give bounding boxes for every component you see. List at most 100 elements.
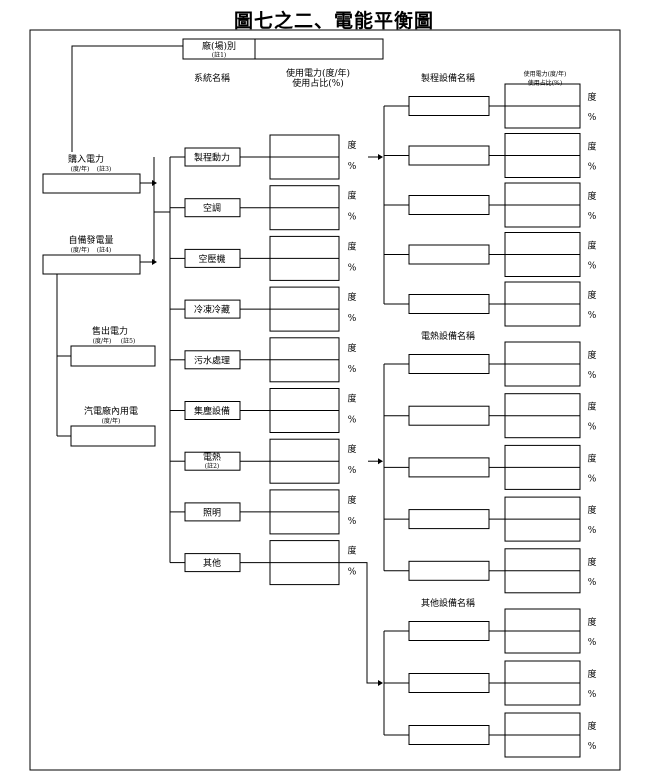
system-label: 照明 xyxy=(203,507,221,518)
source-selfgen-sub: (度/年) xyxy=(71,246,90,254)
equip-name-box xyxy=(408,457,490,478)
unit-kwh-label: 度 xyxy=(587,190,596,202)
unit-pct-label: % xyxy=(588,371,597,381)
unit-pct-label: % xyxy=(348,365,357,375)
equip-name-box xyxy=(408,96,490,116)
system-label: 其他 xyxy=(203,557,221,569)
unit-pct-label: % xyxy=(588,742,597,752)
header-other-equip: 其他設備名稱 xyxy=(421,597,475,609)
outer-frame xyxy=(29,29,621,771)
unit-pct-label: % xyxy=(588,163,597,173)
system-label: 空壓機 xyxy=(198,253,225,265)
system-label: 冷凍冷藏 xyxy=(194,304,230,316)
equip-name-box xyxy=(408,195,490,215)
unit-pct-label: % xyxy=(588,262,597,272)
factory-note: (註1) xyxy=(212,51,227,59)
unit-pct-label: % xyxy=(348,466,357,476)
output-internal-sub: (度/年) xyxy=(102,417,121,425)
output-sold-box xyxy=(70,345,156,367)
unit-kwh-label: 度 xyxy=(587,141,596,153)
unit-kwh-label: 度 xyxy=(347,240,356,252)
unit-kwh-label: 度 xyxy=(587,452,596,464)
unit-kwh-label: 度 xyxy=(587,616,596,628)
unit-kwh-label: 度 xyxy=(587,504,596,516)
system-label: 製程動力 xyxy=(194,152,230,164)
source-selfgen-label: 自備發電量 xyxy=(68,234,113,246)
unit-pct-label: % xyxy=(348,263,357,273)
unit-pct-label: % xyxy=(348,162,357,172)
header-usage-1: 使用電力(度/年) xyxy=(286,67,350,79)
unit-pct-label: % xyxy=(588,690,597,700)
header-electrothermal-equip: 電熱設備名稱 xyxy=(421,330,475,342)
equip-branch-arrowhead xyxy=(378,680,383,686)
unit-kwh-label: 度 xyxy=(587,349,596,361)
unit-kwh-label: 度 xyxy=(347,393,356,405)
source-purchased-box xyxy=(42,173,141,194)
unit-pct-label: % xyxy=(588,526,597,536)
unit-pct-label: % xyxy=(588,578,597,588)
system-label: 電熱 xyxy=(203,451,221,463)
system-label: 污水處理 xyxy=(194,354,230,366)
source-selfgen-note: (註4) xyxy=(97,246,112,254)
equip-name-box xyxy=(408,621,490,641)
unit-kwh-label: 度 xyxy=(347,443,356,455)
system-label: 集塵設備 xyxy=(194,405,230,417)
unit-pct-label: % xyxy=(588,638,597,648)
unit-pct-label: % xyxy=(588,474,597,484)
unit-kwh-label: 度 xyxy=(347,545,356,557)
unit-pct-label: % xyxy=(588,212,597,222)
unit-kwh-label: 度 xyxy=(347,291,356,303)
equip-name-box xyxy=(408,244,490,265)
source-purchased-label: 購入電力 xyxy=(68,153,104,165)
output-sold-sub: (度/年) xyxy=(93,337,112,345)
equip-name-box xyxy=(408,354,490,374)
header-usage-2: 使用占比(%) xyxy=(292,77,344,89)
equip-name-box xyxy=(408,560,490,581)
equip-name-box xyxy=(408,509,490,530)
unit-pct-label: % xyxy=(348,416,357,426)
factory-label: 廠(場)別 xyxy=(202,40,236,52)
unit-kwh-label: 度 xyxy=(587,401,596,413)
output-sold-label: 售出電力 xyxy=(92,325,128,337)
unit-kwh-label: 度 xyxy=(587,91,596,103)
header-process-usage-1: 使用電力(度/年) xyxy=(524,70,567,78)
factory-connector xyxy=(71,45,183,152)
source-selfgen-box xyxy=(42,254,141,275)
unit-pct-label: % xyxy=(588,113,597,123)
page-title: 圖七之二、電能平衡圖 xyxy=(233,10,434,32)
system-label: 空調 xyxy=(203,202,221,214)
header-process-equip: 製程設備名稱 xyxy=(421,72,475,84)
unit-kwh-label: 度 xyxy=(587,556,596,568)
source-purchased-sub: (度/年) xyxy=(71,165,90,173)
unit-kwh-label: 度 xyxy=(587,720,596,732)
unit-pct-label: % xyxy=(348,517,357,527)
header-process-usage-2: 使用占比(%) xyxy=(528,79,562,87)
output-sold-note: (註5) xyxy=(121,337,136,345)
output-internal-box xyxy=(70,425,156,447)
unit-kwh-label: 度 xyxy=(347,342,356,354)
equip-branch-line xyxy=(339,562,378,684)
equip-branch-arrowhead xyxy=(378,458,383,465)
unit-kwh-label: 度 xyxy=(587,668,596,680)
equip-name-box xyxy=(408,405,490,426)
unit-kwh-label: 度 xyxy=(587,289,596,301)
equip-name-box xyxy=(408,673,490,693)
unit-kwh-label: 度 xyxy=(587,240,596,252)
unit-kwh-label: 度 xyxy=(347,139,356,151)
unit-pct-label: % xyxy=(588,311,597,321)
unit-kwh-label: 度 xyxy=(347,494,356,506)
equip-name-box xyxy=(408,145,490,166)
source-purchased-note: (註3) xyxy=(97,165,112,173)
system-note: (註2) xyxy=(205,462,220,470)
unit-pct-label: % xyxy=(348,314,357,324)
header-system-name: 系統名稱 xyxy=(194,72,230,84)
unit-pct-label: % xyxy=(348,213,357,223)
equip-branch-arrowhead xyxy=(378,154,383,160)
factory-box xyxy=(182,38,384,60)
equip-name-box xyxy=(408,725,490,745)
unit-pct-label: % xyxy=(588,423,597,433)
unit-pct-label: % xyxy=(348,568,357,578)
unit-kwh-label: 度 xyxy=(347,190,356,202)
equip-name-box xyxy=(408,294,490,314)
